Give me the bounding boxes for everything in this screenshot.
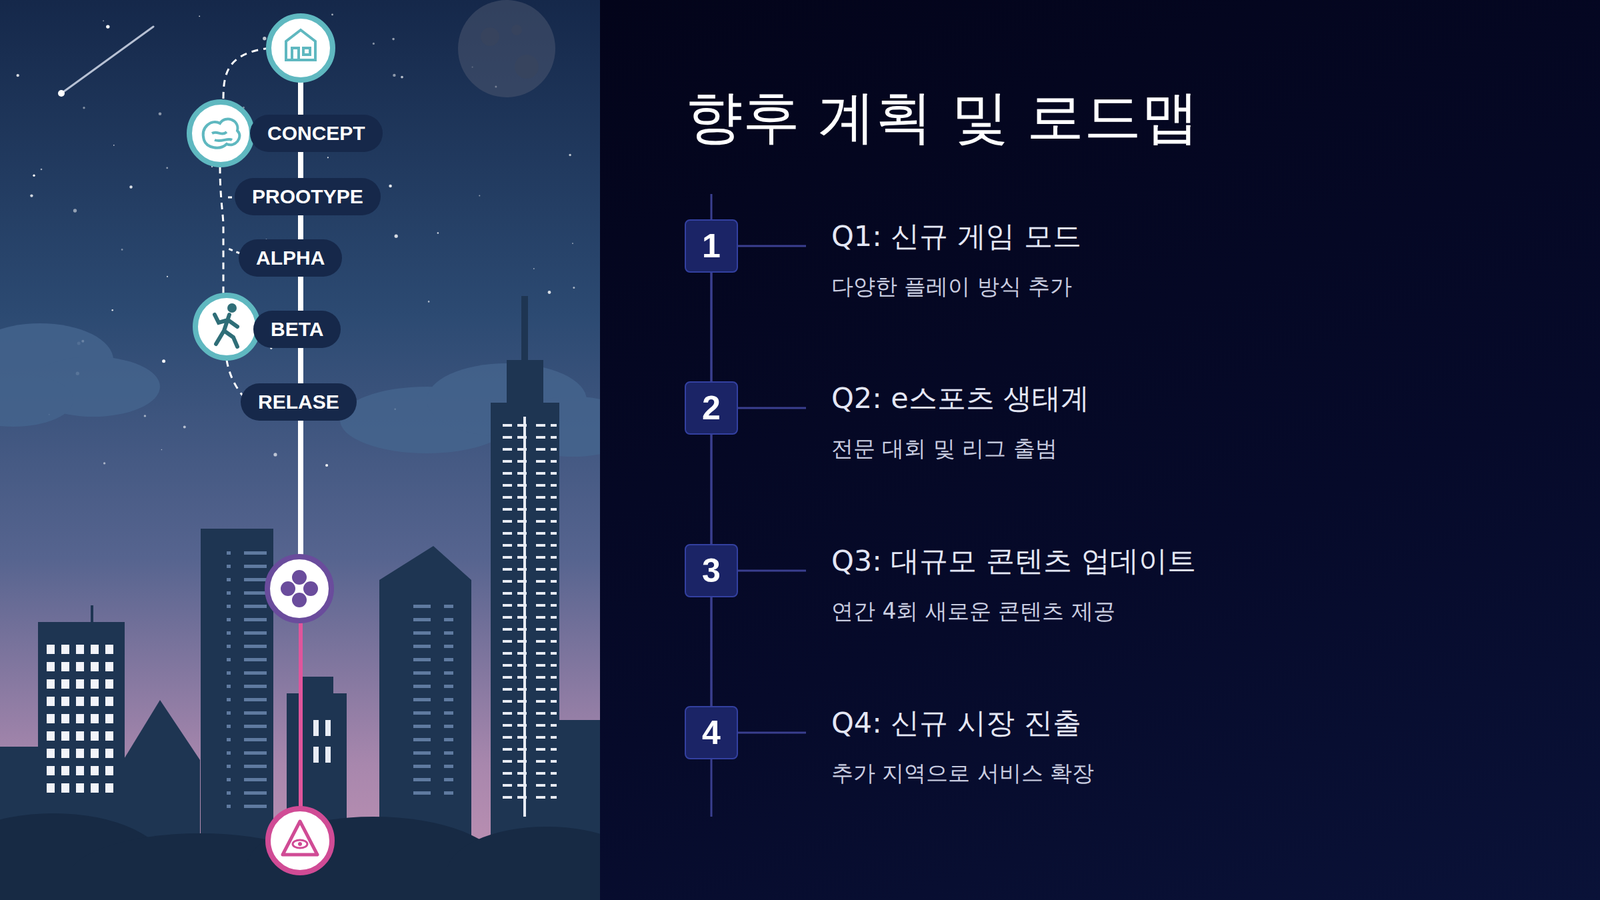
quarter-description: 연간 4회 새로운 콘텐츠 제공 (831, 596, 1116, 627)
stage-pill: RELASE (240, 383, 357, 421)
stage-label: RELASE (258, 390, 340, 413)
connector (298, 276, 304, 311)
connector (298, 348, 304, 384)
quarter-heading: Q2: e스포츠 생태계 (831, 379, 1090, 418)
connector (710, 597, 713, 706)
connector (710, 272, 713, 382)
step-number-box: 3 (684, 544, 738, 598)
step-number: 4 (702, 713, 721, 752)
leader-line (738, 570, 806, 572)
leader-line (738, 245, 806, 248)
quarter-description: 추가 지역으로 서비스 확장 (831, 758, 1094, 789)
connector (298, 215, 304, 240)
step-number: 1 (702, 226, 721, 266)
stage-label: CONCEPT (267, 122, 366, 144)
stage-pill: PROOTYPE (234, 178, 381, 216)
quarter-heading: Q3: 대규모 콘텐츠 업데이트 (831, 542, 1196, 581)
stage-label: BETA (270, 318, 324, 340)
stage-label: ALPHA (256, 246, 325, 269)
stage-pill: BETA (253, 310, 341, 348)
leader-line (738, 407, 806, 410)
quarter-heading: Q1: 신규 게임 모드 (831, 217, 1082, 256)
slide-title: 향후 계획 및 로드맵 (685, 78, 1199, 157)
stage-pill: ALPHA (238, 239, 342, 277)
stage-pill: CONCEPT (250, 114, 383, 152)
step-number-box: 1 (684, 219, 738, 273)
quarter-heading: Q4: 신규 시장 진출 (831, 704, 1082, 743)
quarter-description: 다양한 플레이 방식 추가 (831, 272, 1072, 302)
connector (710, 434, 713, 544)
leader-line (738, 732, 806, 734)
step-number-box: 4 (684, 706, 738, 760)
quarter-description: 전문 대회 및 리그 출범 (831, 434, 1058, 464)
step-number-box: 2 (684, 381, 738, 435)
stage-label: PROOTYPE (252, 185, 364, 208)
step-number: 3 (702, 551, 721, 590)
connector (298, 152, 304, 178)
step-number: 2 (702, 388, 721, 428)
